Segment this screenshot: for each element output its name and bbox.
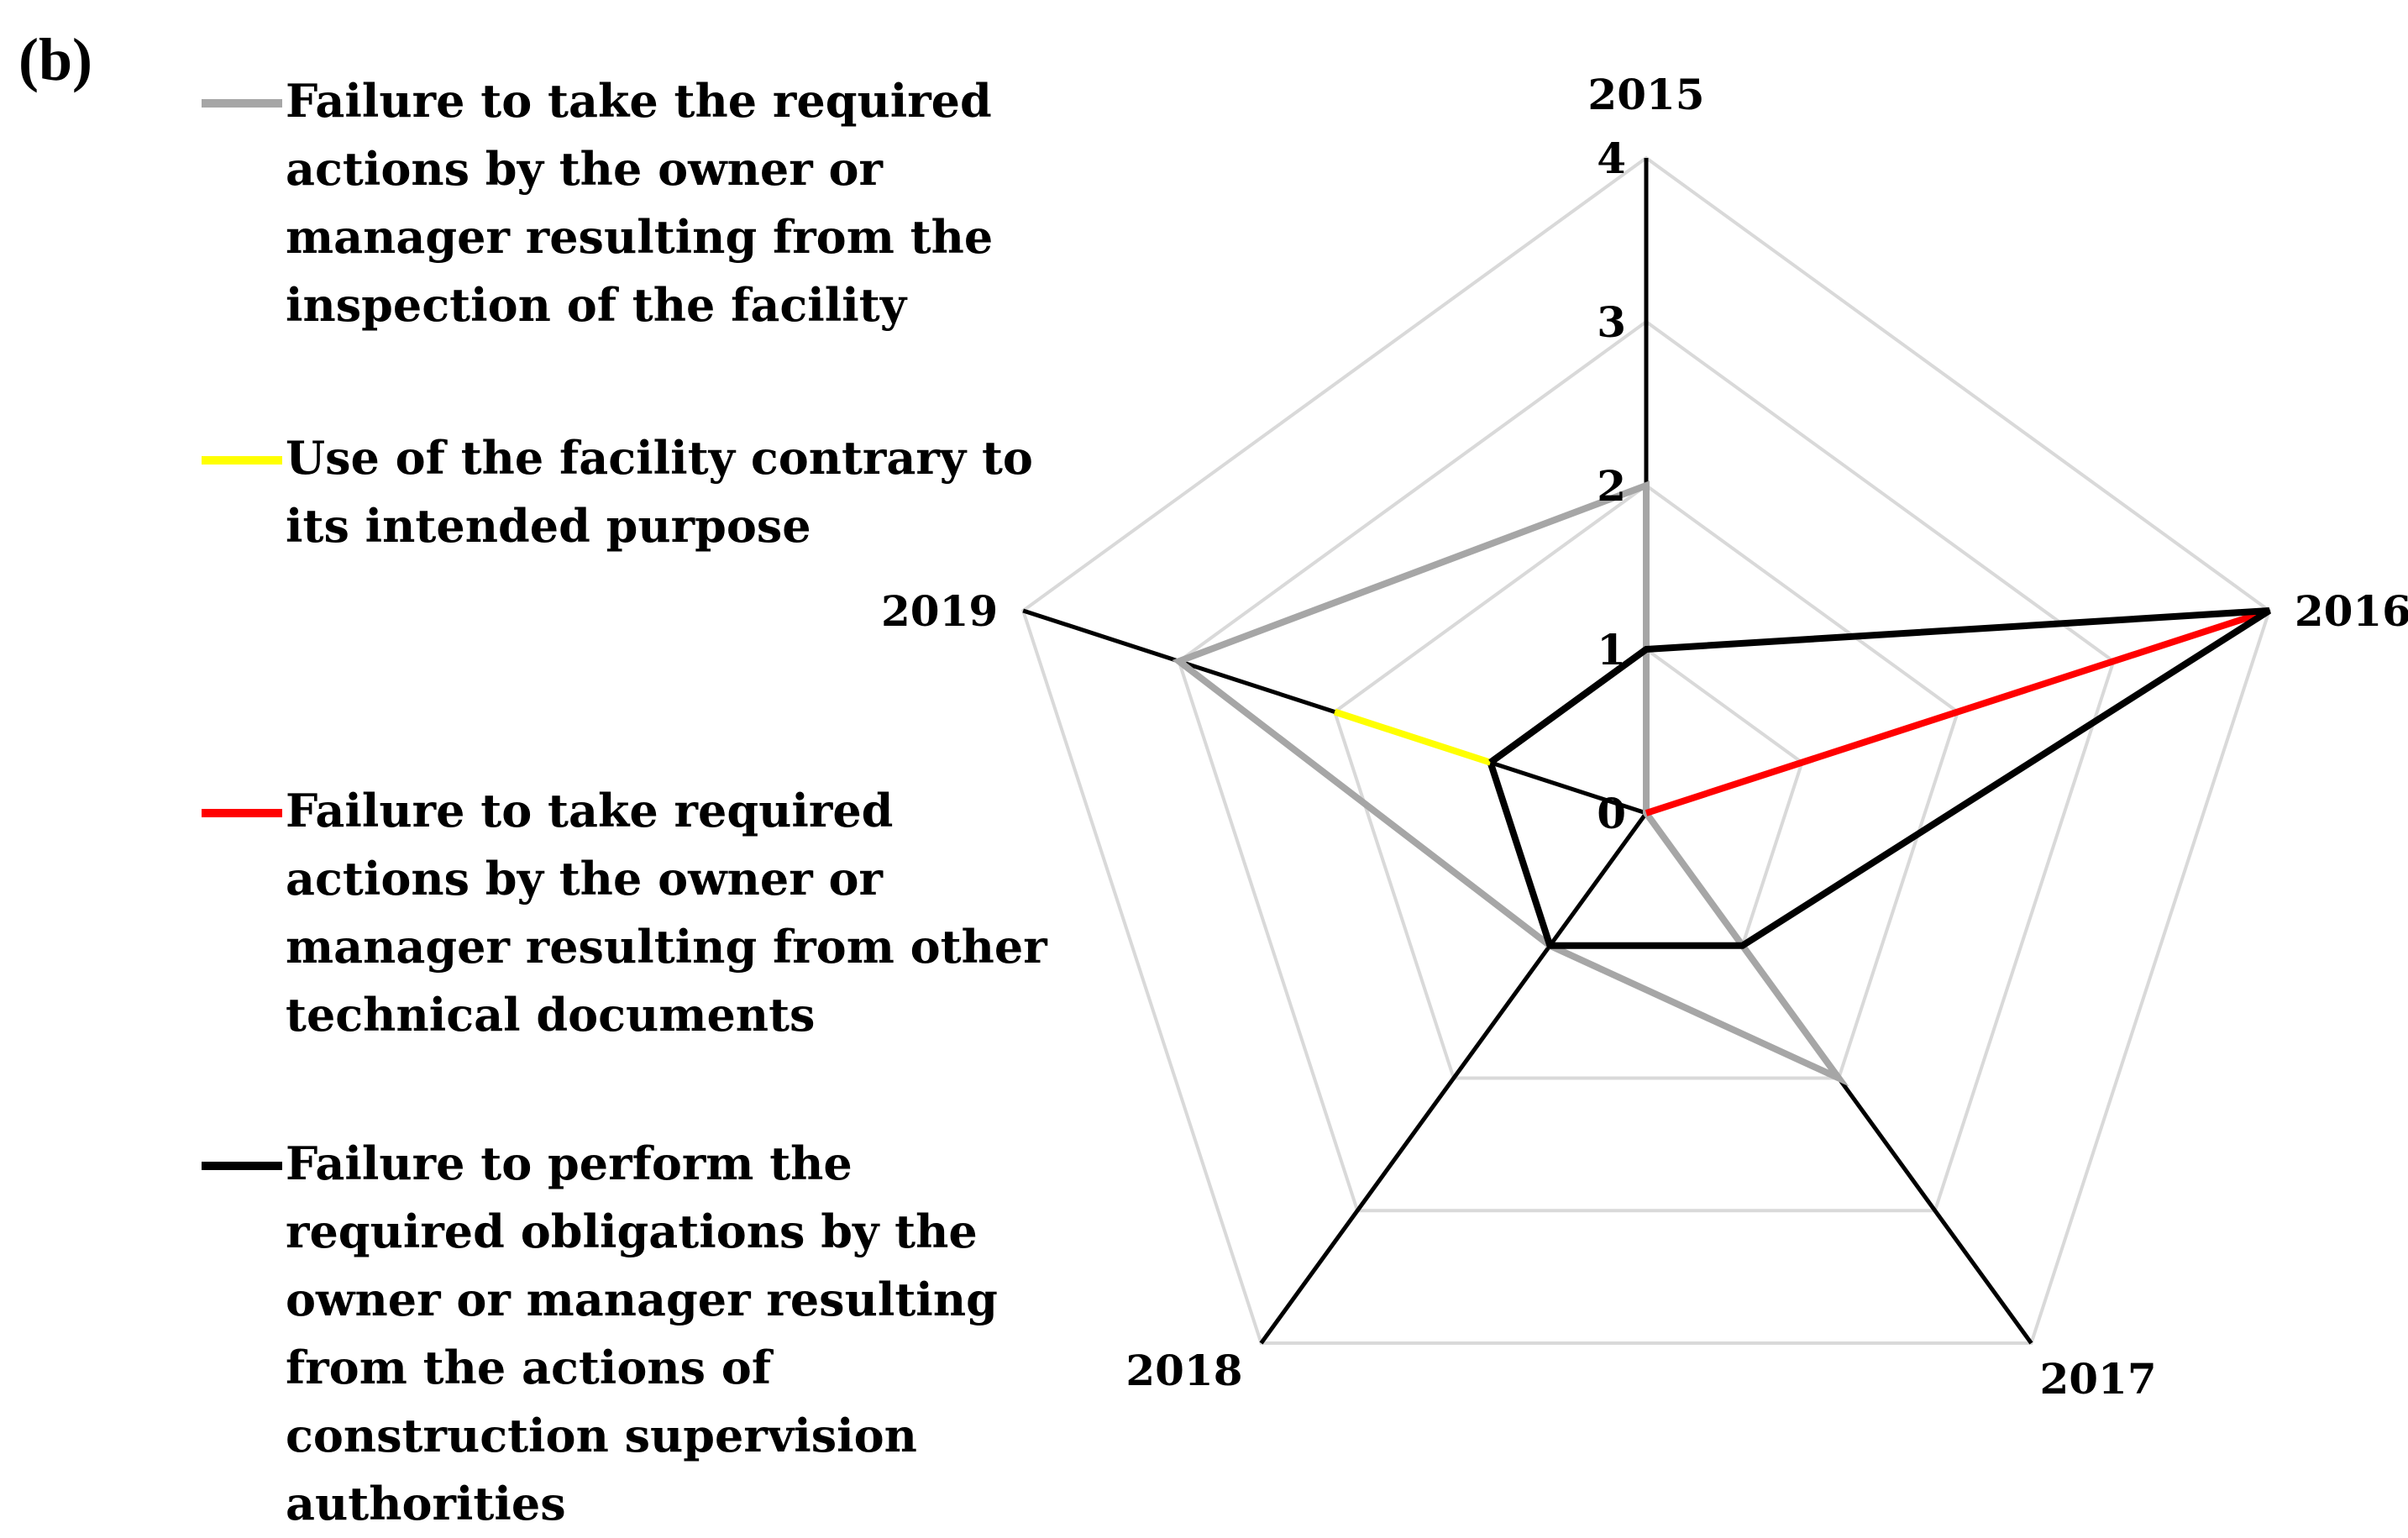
tick-label-3: 3: [1597, 297, 1626, 347]
legend-swatch: [202, 99, 282, 108]
category-label-2016: 2016: [2295, 586, 2408, 636]
legend-swatch: [202, 1162, 282, 1170]
legend-swatch: [202, 456, 282, 465]
category-label-2017: 2017: [2039, 1354, 2156, 1404]
legend-label: Failure to take required actions by the …: [286, 784, 1047, 1042]
panel-label: (b): [18, 26, 92, 93]
legend-label: Failure to take the required actions by …: [286, 74, 994, 332]
grid-ring-4: [1020, 155, 2272, 1346]
legend-label: Use of the facility contrary to its inte…: [286, 431, 1033, 553]
axis-spoke-2018: [1259, 811, 1649, 1345]
series-line-3-segment: [1488, 646, 1649, 765]
tick-label-1: 1: [1597, 625, 1626, 675]
series-line-1: [1333, 708, 1492, 766]
tick-label-0: 0: [1597, 789, 1626, 838]
grid-ring-3: [1177, 319, 2116, 1213]
radar-chart: 0 1 2 3 4 2015 2016 2017 2018 2019: [881, 70, 2408, 1404]
category-label-2019: 2019: [881, 586, 998, 636]
grid-ring-2: [1332, 483, 1960, 1080]
figure-panel: (b) Failure to take the required actions…: [18, 26, 2408, 1530]
tick-label-4: 4: [1597, 134, 1626, 183]
category-label-2018: 2018: [1125, 1346, 1242, 1395]
tick-label-2: 2: [1597, 461, 1626, 511]
axis-spoke-2019: [1022, 608, 1647, 816]
series-line-0: [1172, 480, 1849, 1087]
category-label-2015: 2015: [1587, 70, 1704, 119]
legend-swatch: [202, 809, 282, 817]
